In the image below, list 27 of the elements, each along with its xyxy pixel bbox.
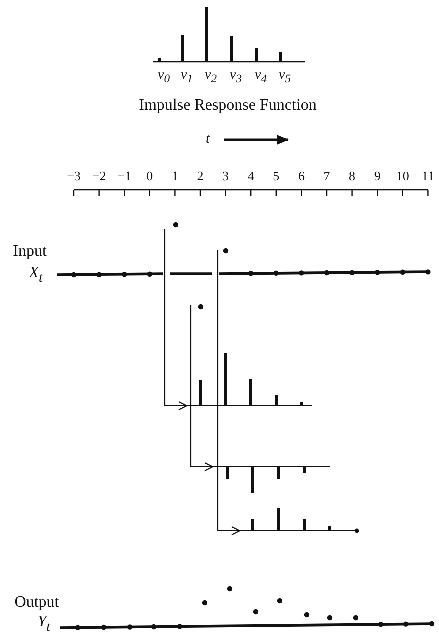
tick-label: 5	[273, 170, 280, 182]
tick-label: 11	[422, 170, 434, 182]
axis-label: v$_{0}$	[158, 68, 170, 86]
tick-label: 2	[197, 170, 204, 182]
axis-label: v$_{5}$	[278, 68, 292, 86]
tick-label: 10	[396, 170, 410, 182]
series-label: X$_{t}$	[29, 266, 43, 284]
axis-label: v$_{2}$	[204, 68, 218, 86]
tick-label: 1	[172, 170, 178, 182]
series-label: Y$_{t}$	[38, 614, 50, 634]
series-label: Input	[13, 244, 47, 260]
axis-label: t	[206, 133, 210, 147]
tick-label: 0	[146, 170, 154, 182]
chart-caption: Impulse Response Function	[139, 98, 317, 114]
tick-label: 7	[324, 170, 330, 182]
tick-label: 9	[374, 170, 381, 182]
tick-label: −2	[92, 170, 106, 182]
tick-label: 8	[349, 170, 356, 182]
series-label: Output	[14, 595, 60, 611]
axis-label: v$_{3}$	[230, 68, 242, 86]
axis-label: v$_{4}$	[254, 68, 268, 86]
tick-label: 6	[298, 170, 305, 182]
tick-label: −3	[67, 170, 81, 182]
tick-label: 3	[222, 170, 230, 182]
tick-label: −1	[118, 170, 132, 182]
tick-label: 4	[248, 170, 254, 182]
axis-label: v$_{1}$	[180, 68, 194, 86]
